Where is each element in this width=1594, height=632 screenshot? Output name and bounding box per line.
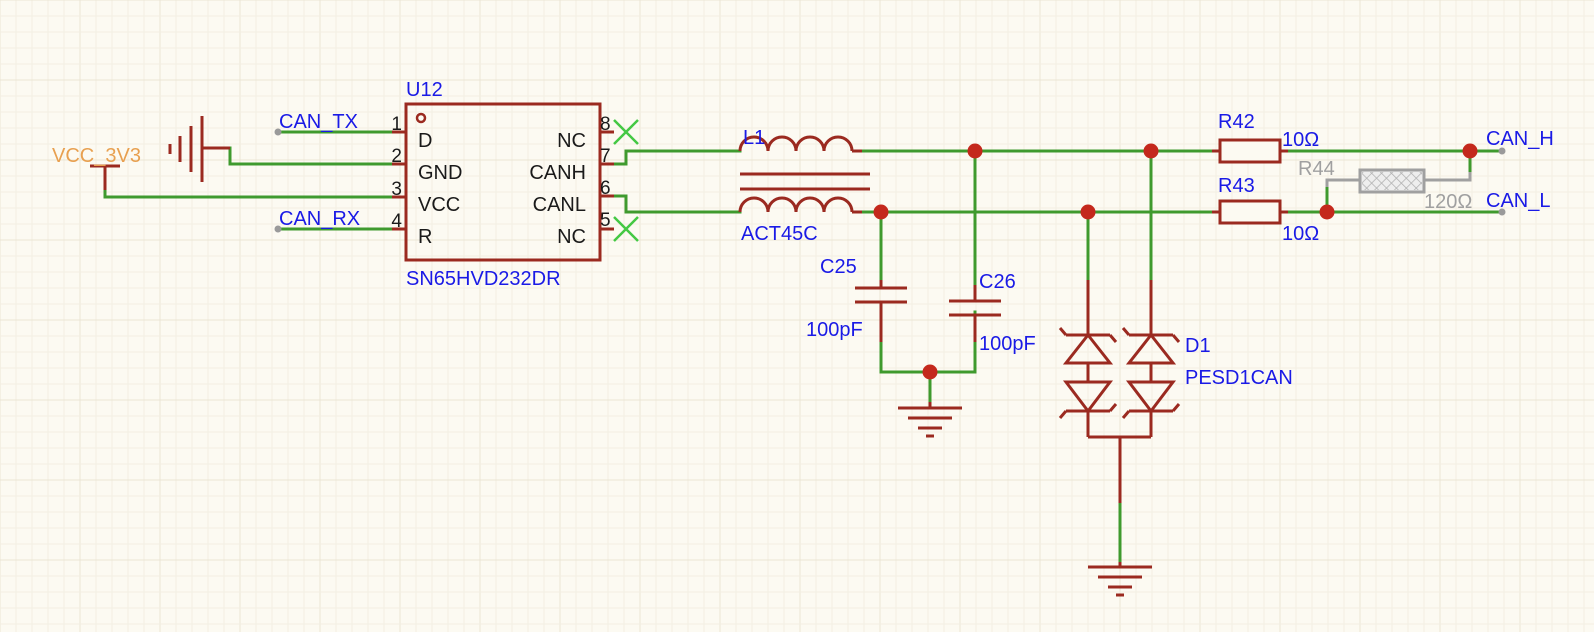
net-label-can-h: CAN_H <box>1486 128 1554 150</box>
c26-ref: C26 <box>979 271 1016 293</box>
u12-pin-num: 6 <box>600 178 611 199</box>
c25-capacitor[interactable]: C25 100pF <box>806 256 907 342</box>
r43-ref: R43 <box>1218 175 1255 197</box>
u12-pin-name: R <box>418 226 432 248</box>
net-label-can-tx: CAN_TX <box>279 111 358 133</box>
d1-value: PESD1CAN <box>1185 367 1293 389</box>
r44-value: 120Ω <box>1424 191 1472 213</box>
r43-value: 10Ω <box>1282 223 1319 245</box>
pin1-marker-icon <box>415 112 427 124</box>
l1-value: ACT45C <box>741 223 818 245</box>
c25-value: 100pF <box>806 319 863 341</box>
ground-symbol-u12[interactable] <box>168 116 230 182</box>
r44-termination-resistor[interactable]: R44 120Ω <box>1298 158 1472 213</box>
d1-esd-diode-array[interactable]: D1 PESD1CAN <box>1058 280 1293 503</box>
u12-pin-num: 2 <box>391 146 402 167</box>
u12-pin-num: 3 <box>391 179 402 200</box>
r42-ref: R42 <box>1218 111 1255 133</box>
r42-value: 10Ω <box>1282 129 1319 151</box>
vcc-label: VCC_3V3 <box>52 145 141 167</box>
c26-capacitor[interactable]: C26 100pF <box>949 271 1036 355</box>
c25-ref: C25 <box>820 256 857 278</box>
u12-value: SN65HVD232DR <box>406 268 561 290</box>
c26-value: 100pF <box>979 333 1036 355</box>
u12-pin-name: VCC <box>418 194 460 216</box>
r43-resistor[interactable]: R43 10Ω <box>1212 175 1319 245</box>
u12-transceiver[interactable]: U12 SN65HVD232DR 1 2 3 4 D GND VCC R 8 7… <box>391 79 614 290</box>
u12-ref: U12 <box>406 79 443 101</box>
net-label-can-rx: CAN_RX <box>279 208 360 230</box>
ground-symbol-caps[interactable] <box>898 402 962 438</box>
u12-pin-num: 4 <box>391 211 402 232</box>
l1-common-mode-choke[interactable]: L1 ACT45C <box>738 127 870 245</box>
net-label-can-l: CAN_L <box>1486 190 1550 212</box>
vcc-power-symbol[interactable]: VCC_3V3 <box>52 145 141 190</box>
u12-pin-num: 8 <box>600 114 611 135</box>
u12-pin-num: 5 <box>600 210 611 231</box>
wires <box>103 130 1504 564</box>
d1-ref: D1 <box>1185 335 1211 357</box>
r44-ref: R44 <box>1298 158 1335 180</box>
u12-pin-name: D <box>418 130 432 152</box>
u12-pin-name: NC <box>557 130 586 152</box>
u12-pin-num: 1 <box>391 114 402 135</box>
no-connect-pin8-icon <box>613 119 639 145</box>
u12-pin-num: 7 <box>600 146 611 167</box>
junctions <box>873 143 1478 380</box>
u12-pin-name: GND <box>418 162 462 184</box>
net-labels: CAN_TX CAN_RX CAN_H CAN_L <box>274 111 1554 233</box>
u12-pin-name: NC <box>557 226 586 248</box>
l1-ref: L1 <box>743 127 765 149</box>
ground-symbol-d1[interactable] <box>1088 562 1152 597</box>
r42-resistor[interactable]: R42 10Ω <box>1212 111 1319 164</box>
u12-pin-name: CANH <box>529 162 586 184</box>
u12-pin-name: CANL <box>533 194 586 216</box>
no-connect-pin5-icon <box>613 216 639 242</box>
